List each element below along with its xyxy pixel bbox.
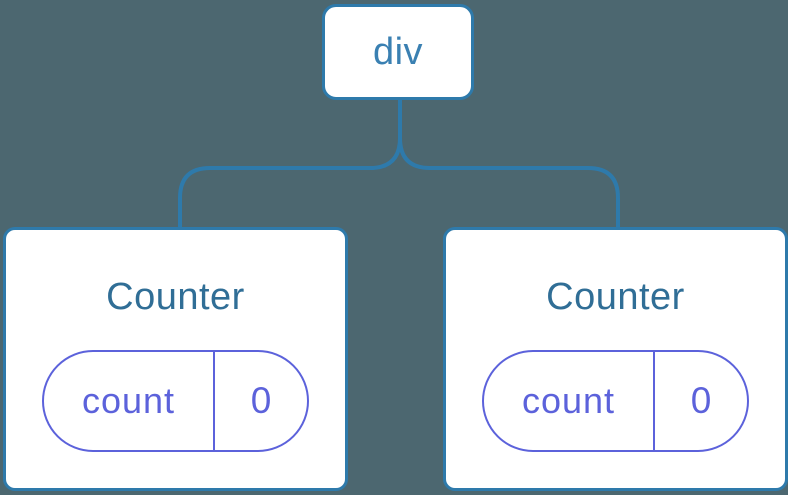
counter-card-left: Counter count 0 <box>3 227 348 491</box>
component-name: Counter <box>546 276 685 318</box>
counter-card-right: Counter count 0 <box>443 227 788 491</box>
state-value: 0 <box>250 380 272 421</box>
root-node-label: div <box>372 30 424 73</box>
root-node: div <box>322 4 474 100</box>
tree-edge-right <box>398 99 620 230</box>
state-pill: count 0 <box>42 350 309 452</box>
state-key: count <box>44 352 215 450</box>
tree-edge-left <box>178 99 402 230</box>
state-pill: count 0 <box>482 350 749 452</box>
state-value: 0 <box>690 380 712 421</box>
component-name: Counter <box>106 276 245 318</box>
state-key: count <box>484 352 655 450</box>
